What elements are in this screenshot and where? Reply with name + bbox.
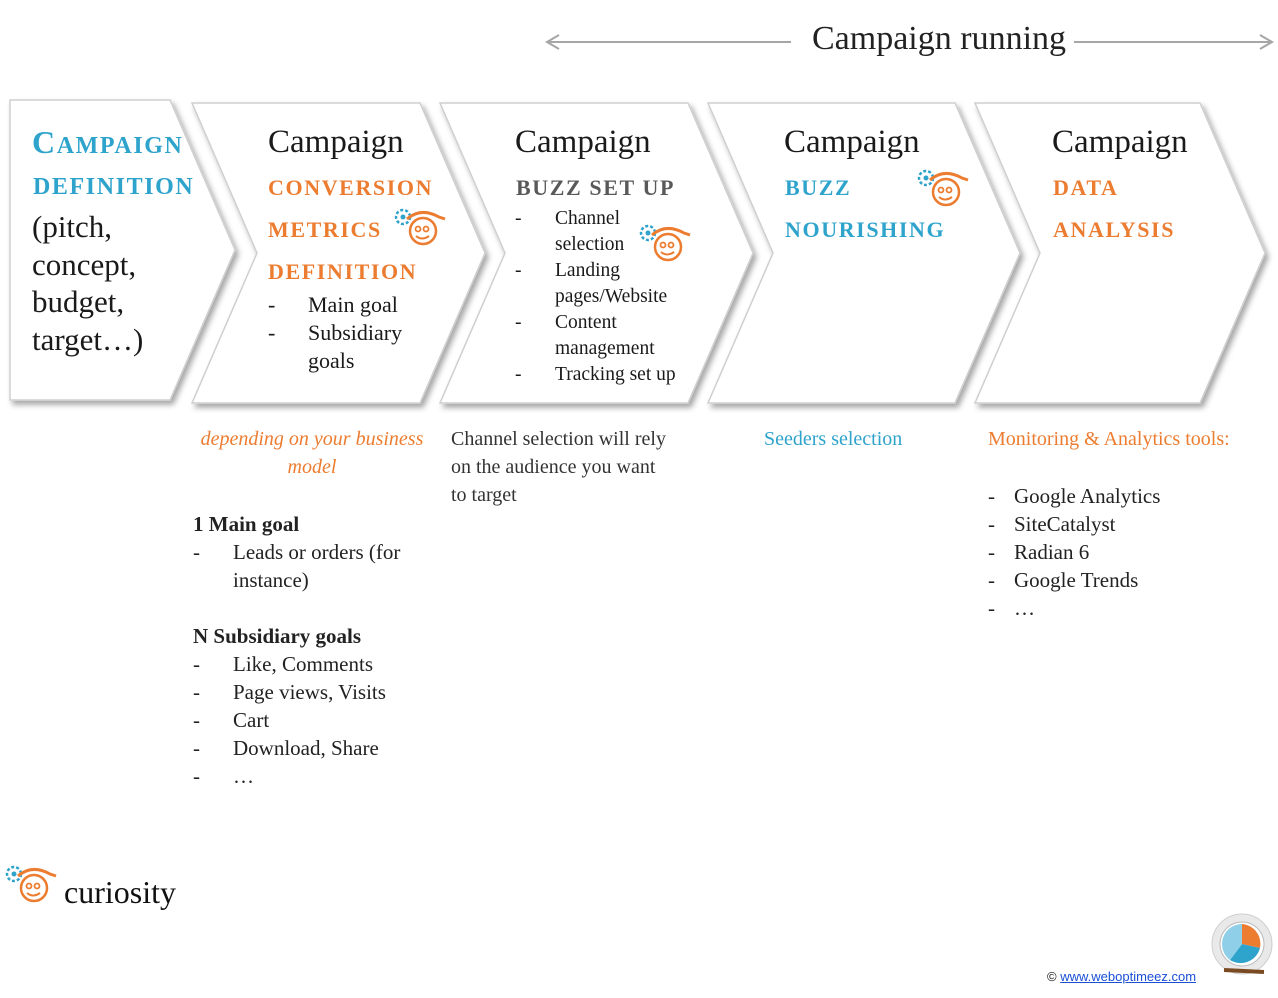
list-item: SiteCatalyst bbox=[988, 510, 1248, 538]
step4-note: Seeders selection bbox=[764, 428, 903, 450]
mascot-icon bbox=[917, 169, 969, 207]
main-goal-heading: 1 Main goal bbox=[193, 512, 300, 536]
pie-chart-logo-icon bbox=[1211, 913, 1273, 975]
analytics-tools-list: Google Analytics SiteCatalyst Radian 6 G… bbox=[988, 482, 1248, 622]
chevron-step-4 bbox=[706, 102, 1021, 404]
list-item: Download, Share bbox=[193, 734, 433, 762]
step3-caps: BUZZ SET UP bbox=[516, 175, 676, 200]
step5-caps: DATA ANALYSIS bbox=[1053, 175, 1176, 242]
step1-subtitle: DEFINITION bbox=[33, 174, 195, 200]
list-item: Main goal bbox=[268, 291, 438, 319]
step2-list: Main goal Subsidiary goals bbox=[268, 291, 438, 375]
campaign-running-header: Campaign running bbox=[0, 20, 1278, 64]
step1-body: (pitch, concept, budget, target…) bbox=[32, 209, 144, 357]
step3-title: Campaign bbox=[515, 124, 651, 160]
left-arrow-icon bbox=[545, 34, 791, 50]
copyright: © www.weboptimeez.com bbox=[1047, 969, 1197, 984]
list-item: Channel selection bbox=[515, 206, 635, 258]
campaign-running-label: Campaign running bbox=[812, 20, 1067, 57]
list-item: Page views, Visits bbox=[193, 678, 433, 706]
list-item: … bbox=[988, 594, 1248, 622]
website-link[interactable]: www.weboptimeez.com bbox=[1060, 969, 1197, 984]
step4-title: Campaign bbox=[784, 124, 920, 160]
subsidiary-goals-list: Like, Comments Page views, Visits Cart D… bbox=[193, 650, 433, 790]
list-item: Leads or orders (for instance) bbox=[193, 538, 403, 594]
list-item: Google Analytics bbox=[988, 482, 1248, 510]
list-item: Content management bbox=[515, 310, 665, 362]
list-item: … bbox=[193, 762, 433, 790]
list-item: Google Trends bbox=[988, 566, 1248, 594]
step1-title: CAMPAIGN bbox=[32, 124, 184, 160]
goals-block: 1 Main goal Leads or orders (for instanc… bbox=[193, 510, 433, 790]
list-item: Landing pages/Website bbox=[515, 258, 675, 310]
step3-list: Channel selection Landing pages/Website … bbox=[515, 206, 680, 388]
list-item: Radian 6 bbox=[988, 538, 1248, 566]
subsidiary-goals-heading: N Subsidiary goals bbox=[193, 624, 362, 648]
list-item: Cart bbox=[193, 706, 433, 734]
step3-note: Channel selection will rely on the audie… bbox=[451, 428, 666, 506]
mascot-icon bbox=[639, 224, 691, 262]
step5-note: Monitoring & Analytics tools: bbox=[988, 428, 1230, 450]
mascot-icon bbox=[394, 208, 446, 246]
step4-caps: BUZZ NOURISHING bbox=[785, 175, 946, 242]
mascot-icon bbox=[5, 865, 57, 903]
step5-title: Campaign bbox=[1052, 124, 1188, 160]
brand-name: curiosity bbox=[64, 874, 176, 910]
step2-caps: CONVERSION METRICS DEFINITION bbox=[268, 175, 434, 284]
chevron-step-5 bbox=[973, 102, 1266, 404]
step2-note: depending on your business model bbox=[200, 428, 424, 478]
main-goal-list: Leads or orders (for instance) bbox=[193, 538, 433, 594]
list-item: Subsidiary goals bbox=[268, 319, 438, 375]
list-item: Tracking set up bbox=[515, 362, 680, 388]
chevron-step-1 bbox=[9, 99, 236, 401]
list-item: Like, Comments bbox=[193, 650, 433, 678]
step2-title: Campaign bbox=[268, 124, 404, 160]
right-arrow-icon bbox=[1074, 34, 1274, 50]
